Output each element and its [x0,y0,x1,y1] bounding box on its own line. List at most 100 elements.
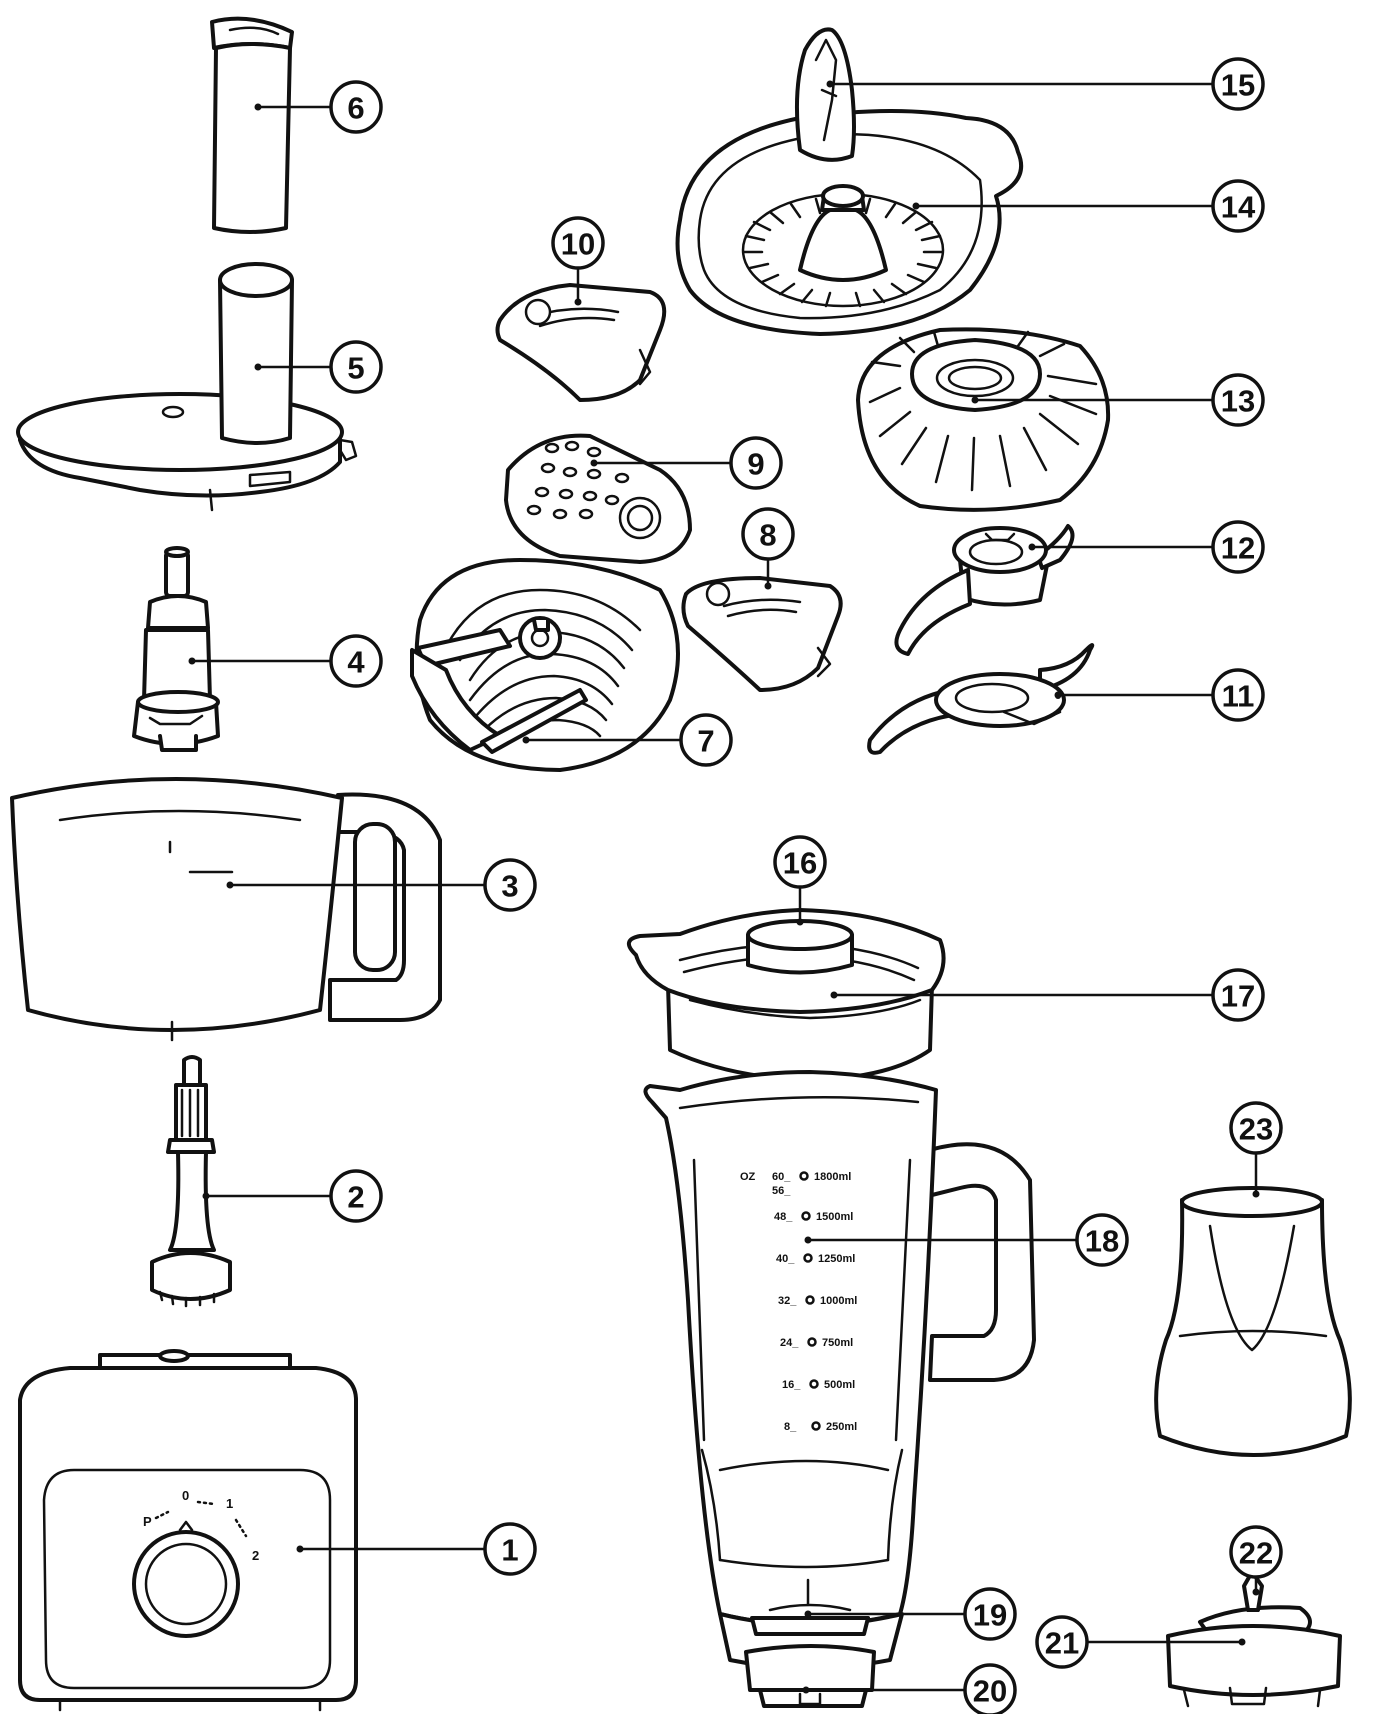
callout-number: 3 [501,869,518,904]
slicing-insert-10 [495,283,667,402]
callout-5: 5 [329,340,383,394]
callout-number: 15 [1221,68,1255,103]
blade-shaft-2 [150,1055,232,1308]
measuring-cap-16 [746,919,854,975]
jug-scale-mark [805,1295,815,1305]
callout-22: 22 [1229,1525,1283,1579]
blender-blade-19 [750,1603,870,1636]
leader-dot-6 [254,103,262,111]
callout-number: 8 [759,518,776,553]
callout-20: 20 [963,1663,1017,1714]
leader-dot-22 [1252,1588,1260,1596]
leader-dot-11 [1054,691,1062,699]
leader-dot-3 [226,881,234,889]
disc-holder-7 [410,558,680,772]
jug-scale-ml: 1800ml [814,1171,851,1183]
drive-shaft-4 [132,546,220,752]
grinder-base-21 [1166,1624,1342,1708]
callout-number: 7 [697,724,714,759]
bowl-lid-5 [16,262,358,512]
callout-number: 13 [1221,384,1255,419]
leader-dot-18 [804,1236,812,1244]
callout-number: 6 [347,91,364,126]
leader-lines [188,80,1260,1694]
leader-dot-1 [296,1545,304,1553]
jug-scale-ml: 500ml [824,1379,855,1391]
slicing-insert-8 [681,576,843,692]
callout-10: 10 [551,216,605,270]
leader-dot-15 [826,80,834,88]
callout-17: 17 [1211,968,1265,1022]
juicer-cone-15 [794,27,856,162]
juicer-sieve-13 [856,327,1111,512]
callout-number: 12 [1221,531,1255,566]
dial-mark-1: 1 [226,1496,233,1511]
callout-number: 9 [747,447,764,482]
jug-scale-mark [811,1421,821,1431]
jug-scale-ml: 1250ml [818,1253,855,1265]
leader-dot-12 [1028,543,1036,551]
leader-dot-14 [912,202,920,210]
callout-15: 15 [1211,57,1265,111]
motor-base-1: P 0 1 2 [18,1349,358,1712]
callout-number: 20 [973,1674,1007,1709]
leader-dot-17 [830,991,838,999]
callout-12: 12 [1211,520,1265,574]
callout-number: 21 [1045,1626,1079,1661]
callout-number: 5 [347,351,364,386]
callout-number: 2 [347,1180,364,1215]
leader-dot-4 [188,657,196,665]
processing-bowl-3 [10,777,442,1042]
callout-23: 23 [1229,1101,1283,1155]
callout-2: 2 [329,1169,383,1223]
kneading-blade-12 [894,524,1075,656]
leader-dot-7 [522,736,530,744]
dial-mark-2: 2 [252,1548,259,1563]
callout-number: 10 [561,227,595,262]
callout-number: 22 [1239,1536,1273,1571]
callout-3: 3 [483,858,537,912]
leader-dot-9 [590,459,598,467]
callout-9: 9 [729,436,783,490]
jug-scale-mark [807,1337,817,1347]
callout-4: 4 [329,634,383,688]
jug-scale-oz: 8_ [784,1421,797,1433]
leader-dot-16 [796,918,804,926]
callout-19: 19 [963,1587,1017,1641]
blender-lid-17 [627,908,946,1082]
cutting-blade-11 [867,643,1095,755]
callout-13: 13 [1211,373,1265,427]
blender-base-20 [744,1644,876,1708]
leader-dot-21 [1238,1638,1246,1646]
callout-number: 4 [347,645,365,680]
jug-scale-mark [801,1211,811,1221]
jug-measuring-scale: 60_1800ml56_48_1500ml40_1250ml32_1000ml2… [772,1171,857,1433]
callout-14: 14 [1211,179,1265,233]
callout-number: 19 [973,1598,1007,1633]
jug-scale-ml: 250ml [826,1421,857,1433]
callout-16: 16 [773,835,827,889]
callout-18: 18 [1075,1213,1129,1267]
juicer-bowl-14 [675,109,1024,336]
grinder-jar-23 [1154,1186,1352,1457]
leader-dot-23 [1252,1190,1260,1198]
jug-scale-oz: 60_ [772,1171,791,1183]
jug-scale-oz: 24_ [780,1337,799,1349]
grating-insert-9 [504,433,692,564]
jug-scale-oz: 16_ [782,1379,801,1391]
jug-scale-mark [799,1171,809,1181]
leader-dot-5 [254,363,262,371]
leader-dot-20 [802,1686,810,1694]
jug-scale-ml: 750ml [822,1337,853,1349]
callout-number: 16 [783,846,817,881]
jug-scale-ml: 1000ml [820,1295,857,1307]
jug-scale-oz: 40_ [776,1253,795,1265]
leader-dot-13 [971,396,979,404]
leader-dot-8 [764,582,772,590]
callout-number: 14 [1221,190,1256,225]
jug-scale-mark [809,1379,819,1389]
jug-scale-oz: 56_ [772,1185,791,1197]
callout-number: 1 [501,1533,518,1568]
